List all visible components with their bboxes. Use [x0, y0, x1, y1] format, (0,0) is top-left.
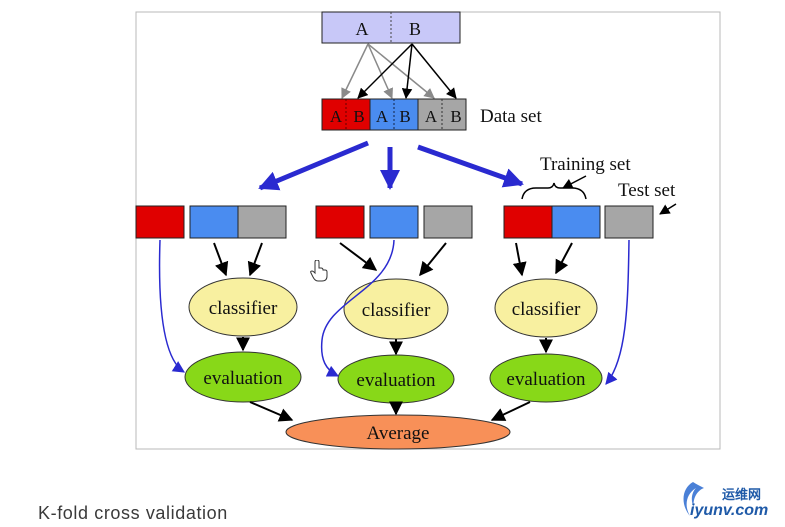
split-arrows	[341, 43, 457, 100]
fold-3-train-block-red	[503, 205, 553, 239]
average-label: Average	[367, 423, 430, 444]
top-block: A B	[321, 11, 461, 44]
watermark-url: iyunv.com	[690, 502, 769, 519]
fold-arrows	[258, 140, 524, 191]
fold-3-test-block	[604, 205, 654, 239]
data-set-cell-gray-b: B	[450, 107, 461, 126]
fold-1: classifier evaluation	[135, 205, 302, 403]
fold-2-classifier-label: classifier	[362, 300, 431, 321]
watermark: 运维网 iyunv.com	[668, 478, 783, 524]
data-set-label: Data set	[480, 106, 542, 127]
test-set-label: Test set	[618, 180, 676, 201]
fold-3-evaluation	[489, 353, 603, 403]
fold-2: classifier evaluation	[315, 205, 473, 404]
training-set-label: Training set	[540, 154, 631, 175]
fold-1-train-block-blue	[189, 205, 239, 239]
fold-2-train-block-red	[315, 205, 365, 239]
fold-2-train-block-gray	[423, 205, 473, 239]
fold-3-train-block-blue	[551, 205, 601, 239]
fold-2-evaluation-label: evaluation	[356, 370, 436, 391]
data-set-cell-red-a: A	[330, 107, 343, 126]
training-set-pointer	[562, 175, 587, 189]
fold-1-evaluation-label: evaluation	[203, 368, 283, 389]
top-block-b: B	[409, 19, 421, 39]
top-block-a: A	[356, 19, 369, 39]
fold-3-classifier-label: classifier	[512, 299, 581, 320]
fold-1-classifier-label: classifier	[209, 298, 278, 319]
data-set-cell-red-b: B	[353, 107, 364, 126]
slide-caption: K-fold cross validation	[38, 503, 228, 523]
watermark-chinese: 运维网	[722, 488, 762, 503]
fold-1-train-block-gray	[237, 205, 287, 239]
data-set: A B A B A B Data set	[321, 98, 542, 131]
swirl-logo-icon	[683, 482, 704, 516]
fold-1-test-block	[135, 205, 185, 239]
fold-3-evaluation-label: evaluation	[506, 369, 586, 390]
data-set-cell-blue-a: A	[376, 107, 389, 126]
fold-1-evaluation	[184, 351, 302, 403]
hand-cursor-icon	[310, 260, 328, 282]
fold-2-test-block	[369, 205, 419, 239]
data-set-cell-blue-b: B	[399, 107, 410, 126]
fold-1-classifier	[188, 277, 298, 337]
average-ellipse	[285, 414, 511, 450]
fold-3: classifier evaluation	[489, 205, 654, 403]
average-arrows	[249, 401, 531, 422]
training-set-brace	[521, 182, 587, 200]
data-set-cell-gray-a: A	[425, 107, 438, 126]
fold-3-classifier	[494, 278, 598, 338]
test-set-pointer	[659, 203, 677, 215]
